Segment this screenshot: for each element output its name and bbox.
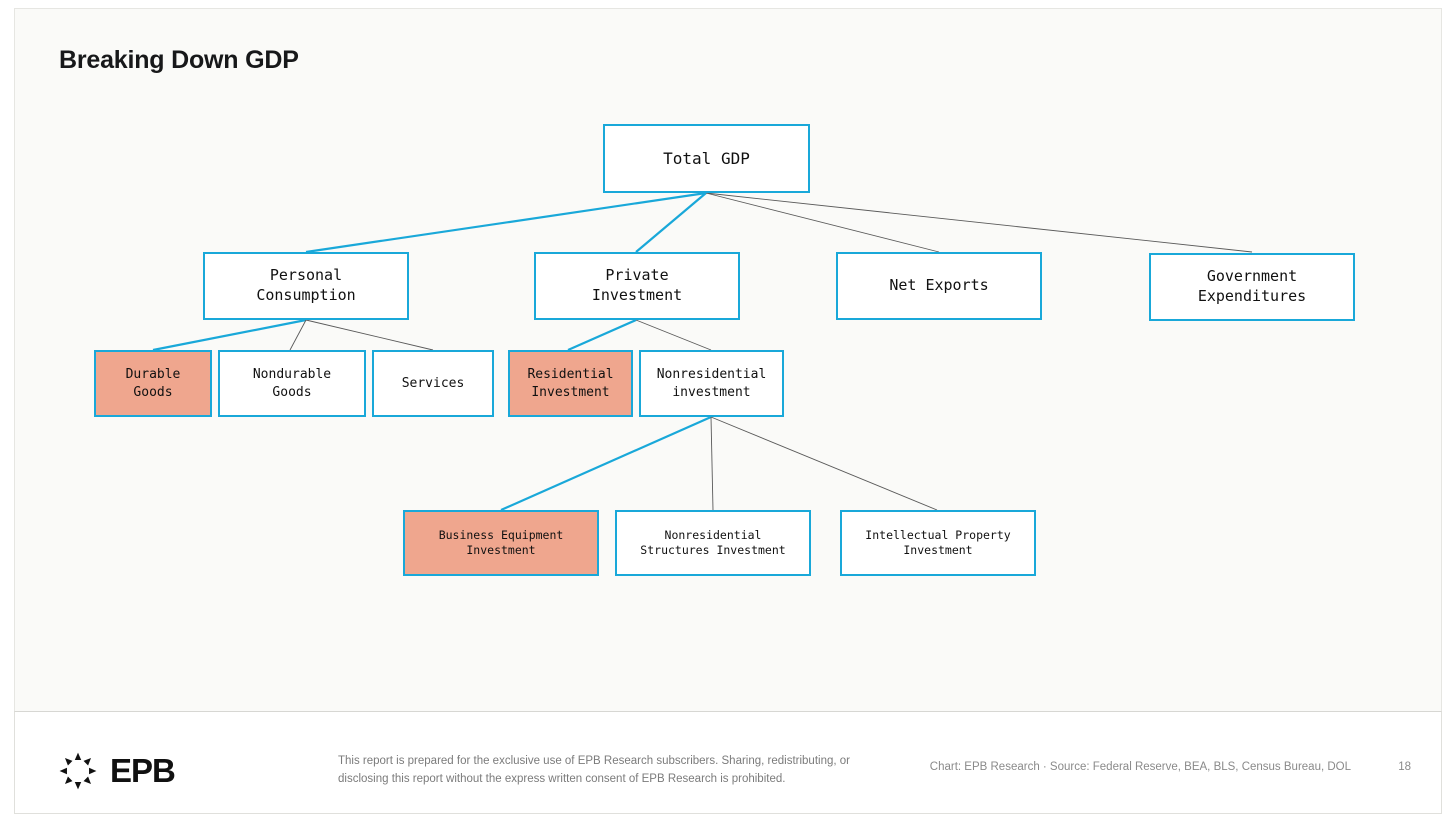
node-total-gdp[interactable]: Total GDP xyxy=(603,124,810,193)
page-title: Breaking Down GDP xyxy=(59,46,299,74)
node-nondurable-goods[interactable]: Nondurable Goods xyxy=(218,350,366,417)
edge-total-gdp-government-expenditures xyxy=(705,192,1253,253)
edge-total-gdp-personal-consumption xyxy=(305,191,707,254)
edge-private-investment-residential-investment xyxy=(567,318,637,352)
node-net-exports[interactable]: Net Exports xyxy=(836,252,1042,320)
edge-nonresidential-investment-intellectual-property xyxy=(710,416,938,511)
edge-nonresidential-investment-structures xyxy=(710,416,714,511)
edge-personal-consumption-services xyxy=(305,319,434,351)
footer-page-number: 18 xyxy=(1398,761,1411,773)
edge-personal-consumption-nondurable-goods xyxy=(289,319,307,351)
footer-disclaimer: This report is prepared for the exclusiv… xyxy=(338,755,850,785)
node-residential-investment[interactable]: Residential Investment xyxy=(508,350,633,417)
epb-logo: EPB xyxy=(55,748,176,794)
slide-footer: EPB This report is prepared for the excl… xyxy=(14,711,1442,814)
edge-private-investment-nonresidential-investment xyxy=(635,319,712,351)
node-nonresidential-structures-investment[interactable]: Nonresidential Structures Investment xyxy=(615,510,811,576)
edge-nonresidential-investment-business-equipment xyxy=(500,415,712,512)
node-business-equipment-investment[interactable]: Business Equipment Investment xyxy=(403,510,599,576)
footer-source: Chart: EPB Research · Source: Federal Re… xyxy=(929,761,1351,773)
node-personal-consumption[interactable]: Personal Consumption xyxy=(203,252,409,320)
node-private-investment[interactable]: Private Investment xyxy=(534,252,740,320)
edge-total-gdp-net-exports xyxy=(705,192,940,253)
epb-logo-text: EPB xyxy=(110,752,176,789)
node-government-expenditures[interactable]: Government Expenditures xyxy=(1149,253,1355,321)
node-intellectual-property-investment[interactable]: Intellectual Property Investment xyxy=(840,510,1036,576)
edge-total-gdp-private-investment xyxy=(635,192,707,253)
node-durable-goods[interactable]: Durable Goods xyxy=(94,350,212,417)
slide-canvas: Breaking Down GDP Total GDP Personal Con… xyxy=(14,8,1442,711)
node-services[interactable]: Services xyxy=(372,350,494,417)
epb-circular-mark-icon xyxy=(59,752,97,790)
edge-personal-consumption-durable-goods xyxy=(152,318,307,352)
node-nonresidential-investment[interactable]: Nonresidential investment xyxy=(639,350,784,417)
